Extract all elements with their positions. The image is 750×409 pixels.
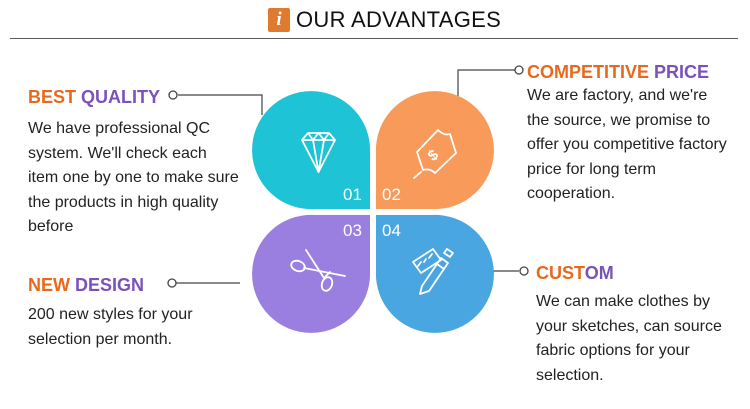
connector-competitive-price: [457, 69, 515, 96]
page-title: OUR ADVANTAGES: [296, 7, 502, 32]
diamond-icon: [301, 132, 336, 173]
custom-title-part1: CUST: [536, 263, 585, 283]
custom-title: CUSTOM: [536, 262, 614, 284]
scissors-icon: [290, 249, 346, 292]
new-design-title-part2: DESIGN: [75, 275, 145, 295]
connector-dot-new-design: [167, 278, 177, 288]
petal-number-03: 03: [343, 221, 362, 240]
connector-dot-best-quality: [168, 90, 178, 100]
best-quality-description: We have professional QC system. We'll ch…: [28, 120, 239, 235]
new-design-title-part1: NEW: [28, 275, 75, 295]
header: i OUR ADVANTAGES: [0, 0, 750, 40]
connector-best-quality: [178, 94, 263, 115]
petal-number-02: 02: [382, 185, 401, 204]
competitive-price-title: COMPETITIVE PRICE: [527, 61, 709, 83]
petal-number-04: 04: [382, 221, 401, 240]
petal-02: [375, 91, 494, 210]
header-divider: [10, 38, 738, 39]
new-design-title: NEW DESIGN: [28, 274, 144, 296]
petal-01: [252, 91, 371, 210]
custom-title-part2: OM: [584, 263, 614, 283]
best-quality-title: BEST QUALITY: [28, 86, 160, 108]
best-quality-title-part2: QUALITY: [81, 87, 161, 107]
competitive-price-title-part1: COMPETITIVE: [527, 62, 655, 82]
competitive-price-title-part2: PRICE: [654, 62, 710, 82]
petal-03: [252, 214, 371, 333]
new-design-description: 200 new styles for your selection per mo…: [28, 306, 193, 348]
connector-dot-custom: [519, 266, 529, 276]
custom-description: We can make clothes by your sketches, ca…: [536, 293, 722, 384]
info-icon: i: [268, 8, 290, 32]
petal-04: [375, 214, 494, 333]
competitive-price-description: We are factory, and we're the source, we…: [527, 87, 727, 202]
petal-number-01: 01: [343, 185, 362, 204]
connector-dot-competitive-price: [514, 65, 524, 75]
best-quality-title-part1: BEST: [28, 87, 82, 107]
pencil-ruler-icon: [412, 248, 454, 295]
